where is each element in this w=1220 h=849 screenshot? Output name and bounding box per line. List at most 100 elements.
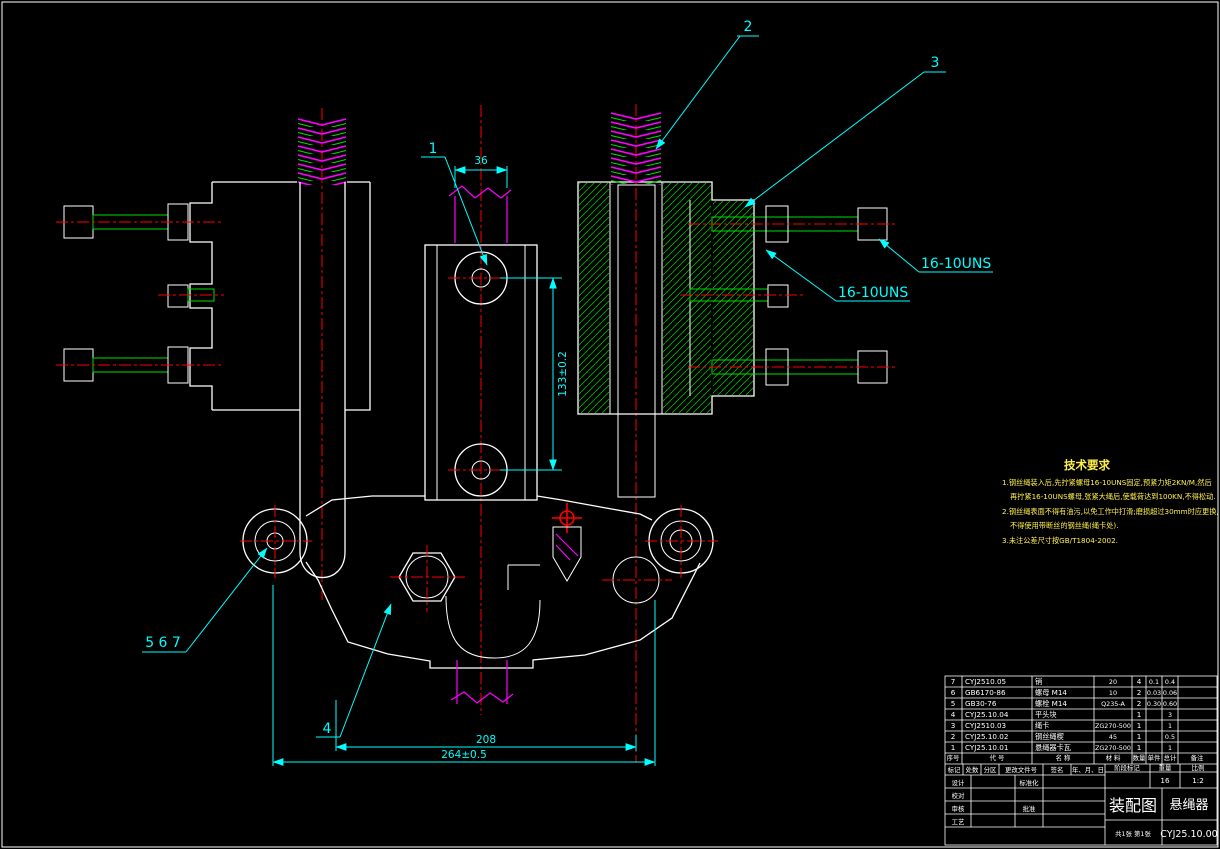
bom-name: 绳卡 [1035,721,1049,730]
lower-body [240,495,718,704]
field-count: 处数 [966,765,979,774]
dim-overall: 264±0.5 [441,749,487,761]
bom-header-code: 代 号 [990,753,1005,762]
scale-value: 1:2 [1192,776,1204,785]
bom-total-weight: 1 [1168,744,1172,752]
right-lug [645,505,718,578]
bom-code: CYJ25.10.04 [965,710,1009,719]
bom-code: CYJ2510.03 [965,721,1006,730]
field-design: 设计 [952,778,965,787]
bolt-head-small [767,284,789,308]
field-weight-label: 重量 [1159,764,1172,772]
bom-qty: 4 [1137,677,1142,686]
stage-weight-scale: 阶段标记 重量 比例 16 1:2 [1114,763,1204,785]
field-date: 年、月、日 [1072,765,1104,774]
bom-qty: 2 [1137,699,1142,708]
sheet-count: 共1张 第1张 [1115,829,1151,838]
bom-name: 螺母 M14 [1035,688,1067,697]
bom-name: 螺栓 M14 [1035,699,1067,708]
bom-header-seq: 序号 [947,753,960,762]
bom-seq: 3 [951,721,956,730]
bom-code: CYJ25.10.01 [965,743,1008,752]
balloon-4: 4 [323,721,332,737]
bom-total-weight: 3 [1168,711,1172,719]
balloon-1: 1 [429,141,438,157]
product-name: 悬绳器 [1169,798,1208,813]
field-check: 校对 [952,791,965,800]
field-mark: 标记 [948,765,961,774]
left-bolts [56,203,224,384]
bom-material: 20 [1109,678,1117,686]
left-threaded-rod [297,118,347,185]
tech-req-line-5: 3.未注公差尺寸按GB/T1804-2002. [1002,536,1118,545]
bom-material: ZG270-500 [1095,722,1131,730]
rope-phantom-bottom [450,660,514,704]
right-bolts [680,205,896,386]
bom-code: CYJ25.10.02 [965,732,1008,741]
drawing-title: 装配图 [1109,796,1157,815]
rope-phantom-top [448,185,512,243]
hex-nut [390,545,465,612]
right-block [577,112,755,498]
field-standard: 标准化 [1019,778,1039,787]
bom-header-qty: 数量 [1133,753,1146,762]
bom-total-weight: 0.06 [1163,689,1177,697]
tech-req-line-2: 再拧紧16-10UNS螺母,张紧大绳后,使载荷达到100KN,不得松动. [1010,492,1216,501]
balloons: 1 2 3 4 5 6 7 16-10UNS 16-10UNS [142,19,993,738]
right-threaded-rod [610,112,662,185]
title-block: 7 CYJ2510.05 销 20 4 0.1 0.4 6 GB6170-86 … [944,675,1218,846]
field-stage-mark: 阶段标记 [1114,763,1140,772]
dim-top-width: 36 [474,155,488,167]
bom-total-weight: 0.60 [1163,700,1177,708]
bom-header-remark: 备注 [1191,753,1204,762]
bom-material: ZG270-500 [1095,744,1131,752]
centerlines [321,104,637,763]
thread-callout-lower: 16-10UNS [838,285,908,301]
field-review: 审核 [952,804,965,813]
bom-total-weight: 1 [1168,722,1172,730]
wedge-rod [617,184,656,498]
balloon-2: 2 [744,19,753,35]
bom-code: CYJ2510.05 [965,677,1006,686]
technical-requirements: 技术要求 1.钢丝绳装入后,先拧紧螺母16-10UNS固定,预紧力矩2KN/M,… [1002,458,1219,545]
center-plate [424,185,538,501]
bom-name: 钢丝绳楔 [1035,732,1064,741]
balloon-3: 3 [931,55,940,71]
field-process: 工艺 [952,818,965,826]
field-change-doc: 更改文件号 [1005,765,1037,774]
bom-table: 7 CYJ2510.05 销 20 4 0.1 0.4 6 GB6170-86 … [947,677,1204,762]
dim-inner: 208 [476,734,496,746]
field-sign: 签名 [1051,765,1064,774]
bom-seq: 4 [951,710,956,719]
bom-material: Q235-A [1101,700,1125,708]
bom-total-weight: 0.5 [1165,733,1175,741]
bom-header-name: 名 称 [1056,753,1071,762]
bom-header-total: 总计 [1164,753,1177,762]
tech-req-line-3: 2.钢丝绳表面不得有油污,以免工作中打滑;磨损超过30mm时应更换, [1002,507,1219,516]
bom-seq: 1 [951,743,956,752]
pivot-link [299,182,346,578]
dimensions: 36 133±0.2 208 264±0.5 [272,155,656,766]
balloon-5-6-7: 5 6 7 [145,635,181,651]
bom-name: 销 [1035,677,1042,686]
bom-unit-weight: 0.03 [1147,689,1161,697]
thread-callout-upper: 16-10UNS [921,256,991,272]
dim-hole-spacing: 133±0.2 [557,351,569,397]
field-approve: 批准 [1023,804,1036,813]
bom-header-material: 材 料 [1106,753,1121,762]
bom-name: 悬绳器卡瓦 [1035,743,1071,752]
bom-seq: 7 [951,677,956,686]
tech-req-title: 技术要求 [1064,458,1110,472]
bom-seq: 5 [951,699,956,708]
field-scale-label: 比例 [1192,763,1205,772]
bom-seq: 2 [951,732,956,741]
bom-qty: 1 [1137,710,1142,719]
drawing-number: CYJ25.10.00 [1160,829,1217,840]
bom-qty: 1 [1137,732,1142,741]
field-zone: 分区 [984,765,997,774]
bom-header-unit: 单件 [1148,753,1161,762]
bom-qty: 1 [1137,721,1142,730]
bom-unit-weight: 0.1 [1149,678,1159,686]
bom-total-weight: 0.4 [1165,678,1175,686]
